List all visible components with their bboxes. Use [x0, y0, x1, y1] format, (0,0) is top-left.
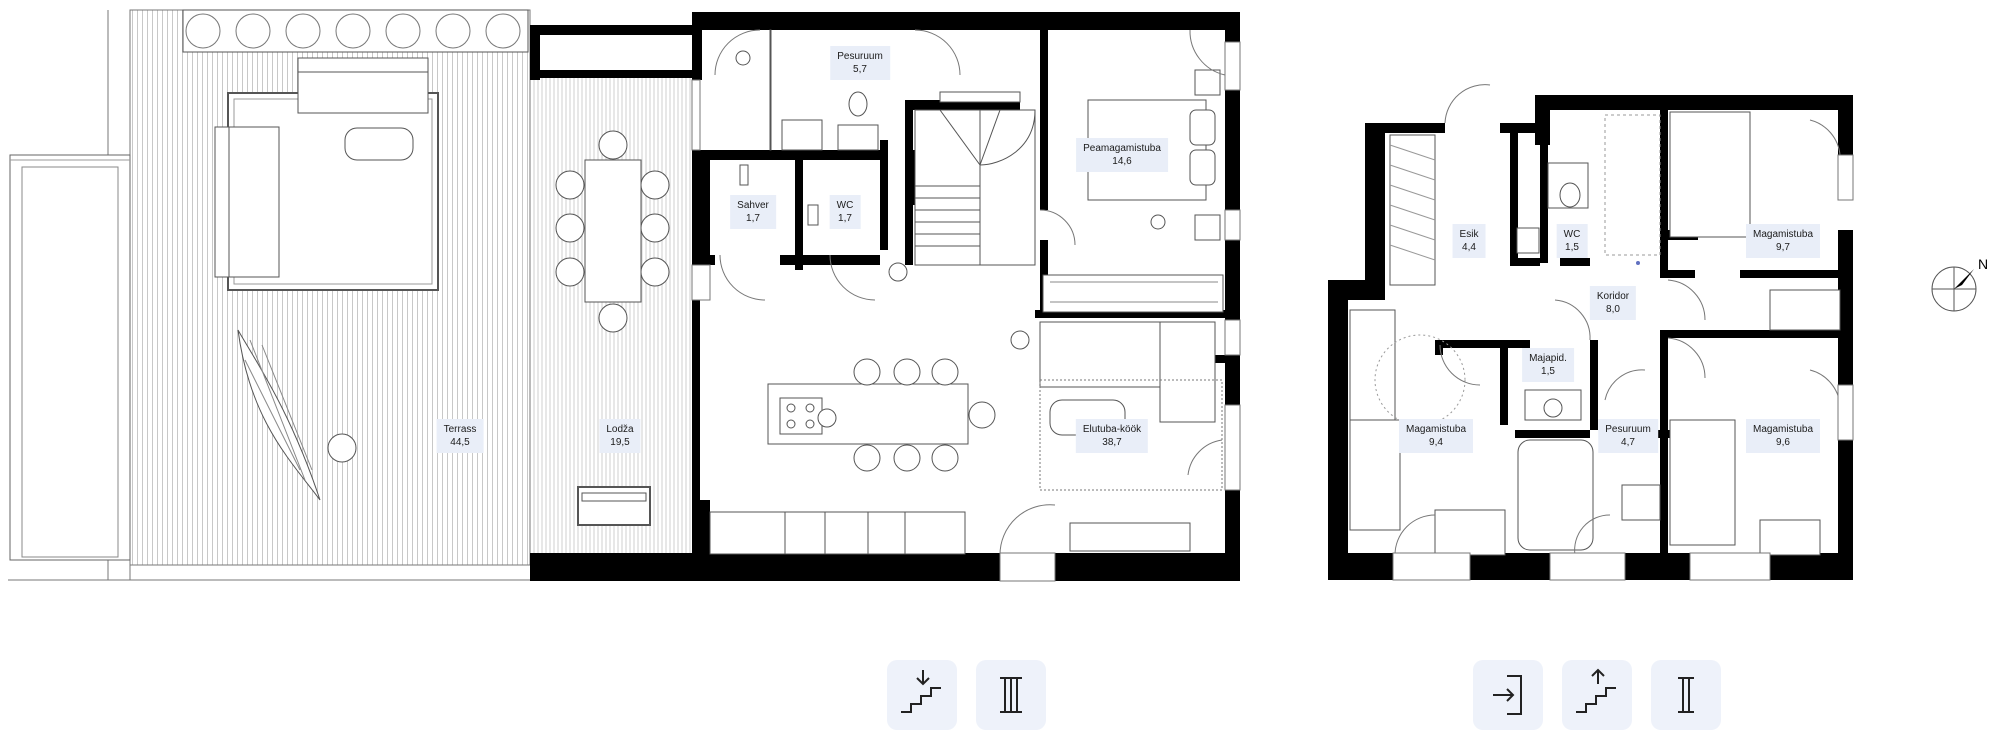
room-label-magamistuba-se: Magamistuba 9,6 — [1745, 419, 1821, 453]
room-label-magamistuba-ne: Magamistuba 9,7 — [1745, 224, 1821, 258]
room-label-lodza: Lodža 19,5 — [599, 419, 641, 453]
room-label-pesuruum-a: Pesuruum 5,7 — [830, 46, 890, 80]
room-area: 9,6 — [1776, 437, 1790, 448]
loggia-area — [529, 75, 692, 555]
room-area: 1,5 — [1541, 366, 1555, 377]
stairs-down-icon — [901, 670, 941, 713]
entrance-icon — [1493, 675, 1522, 715]
staircase-a — [914, 91, 1036, 266]
stairs-up-button[interactable] — [1562, 660, 1632, 730]
room-name: Terrass — [443, 424, 477, 435]
room-label-esik: Esik 4,4 — [1452, 224, 1486, 258]
stairs-up-icon — [1576, 668, 1616, 713]
floor-three-icon — [1000, 677, 1022, 713]
room-area: 1,7 — [746, 213, 760, 224]
room-area: 19,5 — [610, 437, 630, 448]
room-name: Magamistuba — [1752, 424, 1814, 435]
compass-icon: N — [1930, 255, 1996, 321]
room-area: 38,7 — [1102, 437, 1122, 448]
room-area: 1,5 — [1565, 242, 1579, 253]
room-label-magamistuba-w: Magamistuba 9,4 — [1398, 419, 1474, 453]
room-name: Magamistuba — [1752, 229, 1814, 240]
door-swings-b — [1394, 84, 1841, 556]
terrace-railing — [9, 154, 131, 561]
windows-b — [1392, 154, 1854, 581]
room-name: Majapid. — [1529, 353, 1567, 364]
room-name: Esik — [1459, 229, 1479, 240]
room-area: 4,7 — [1621, 437, 1635, 448]
room-label-wc-a: WC 1,7 — [829, 195, 861, 229]
entrance-button[interactable] — [1473, 660, 1543, 730]
room-label-koridor: Koridor 8,0 — [1589, 286, 1637, 320]
compass-letter: N — [1978, 256, 1988, 272]
room-name: Peamagamistuba — [1083, 143, 1161, 154]
room-label-sahver: Sahver 1,7 — [730, 195, 776, 229]
room-name: Lodža — [606, 424, 634, 435]
room-label-pesuruum-b: Pesuruum 4,7 — [1598, 419, 1658, 453]
plant-icons — [888, 214, 1166, 350]
floor-three-button[interactable] — [976, 660, 1046, 730]
room-area: 9,4 — [1429, 437, 1443, 448]
hammock — [237, 329, 357, 501]
door-swings-a — [714, 29, 1226, 556]
room-area: 4,4 — [1462, 242, 1476, 253]
stairs-down-button[interactable] — [887, 660, 957, 730]
room-area: 8,0 — [1606, 304, 1620, 315]
room-label-wc-b: WC 1,5 — [1556, 224, 1588, 258]
room-name: Magamistuba — [1405, 424, 1467, 435]
floor-two-icon — [1678, 677, 1694, 713]
room-label-terrass: Terrass 44,5 — [436, 419, 484, 453]
windows-a — [691, 41, 1241, 582]
room-label-majapid: Majapid. 1,5 — [1522, 348, 1574, 382]
floor-a-walls — [530, 12, 1240, 581]
living-kitchen-furniture — [709, 321, 1223, 555]
room-name: Pesuruum — [837, 51, 883, 62]
room-area: 14,6 — [1112, 156, 1132, 167]
room-area: 5,7 — [853, 64, 867, 75]
room-area: 44,5 — [450, 437, 470, 448]
bathroom-a-fixtures — [735, 29, 879, 226]
floor-two-button[interactable] — [1651, 660, 1721, 730]
room-name: Koridor — [1596, 291, 1630, 302]
room-name: Elutuba-köök — [1082, 424, 1142, 435]
room-area: 1,7 — [838, 213, 852, 224]
floor-b-fixtures — [1349, 111, 1841, 556]
room-label-peamagamistuba: Peamagamistuba 14,6 — [1076, 138, 1168, 172]
outdoor-sofa-set — [214, 57, 439, 291]
room-name: Pesuruum — [1605, 424, 1651, 435]
room-name: WC — [1563, 229, 1581, 240]
room-name: WC — [836, 200, 854, 211]
room-area: 9,7 — [1776, 242, 1790, 253]
master-bedroom-furniture — [1042, 69, 1224, 313]
room-name: Sahver — [737, 200, 769, 211]
room-label-elutuba-kook: Elutuba-köök 38,7 — [1075, 419, 1149, 453]
